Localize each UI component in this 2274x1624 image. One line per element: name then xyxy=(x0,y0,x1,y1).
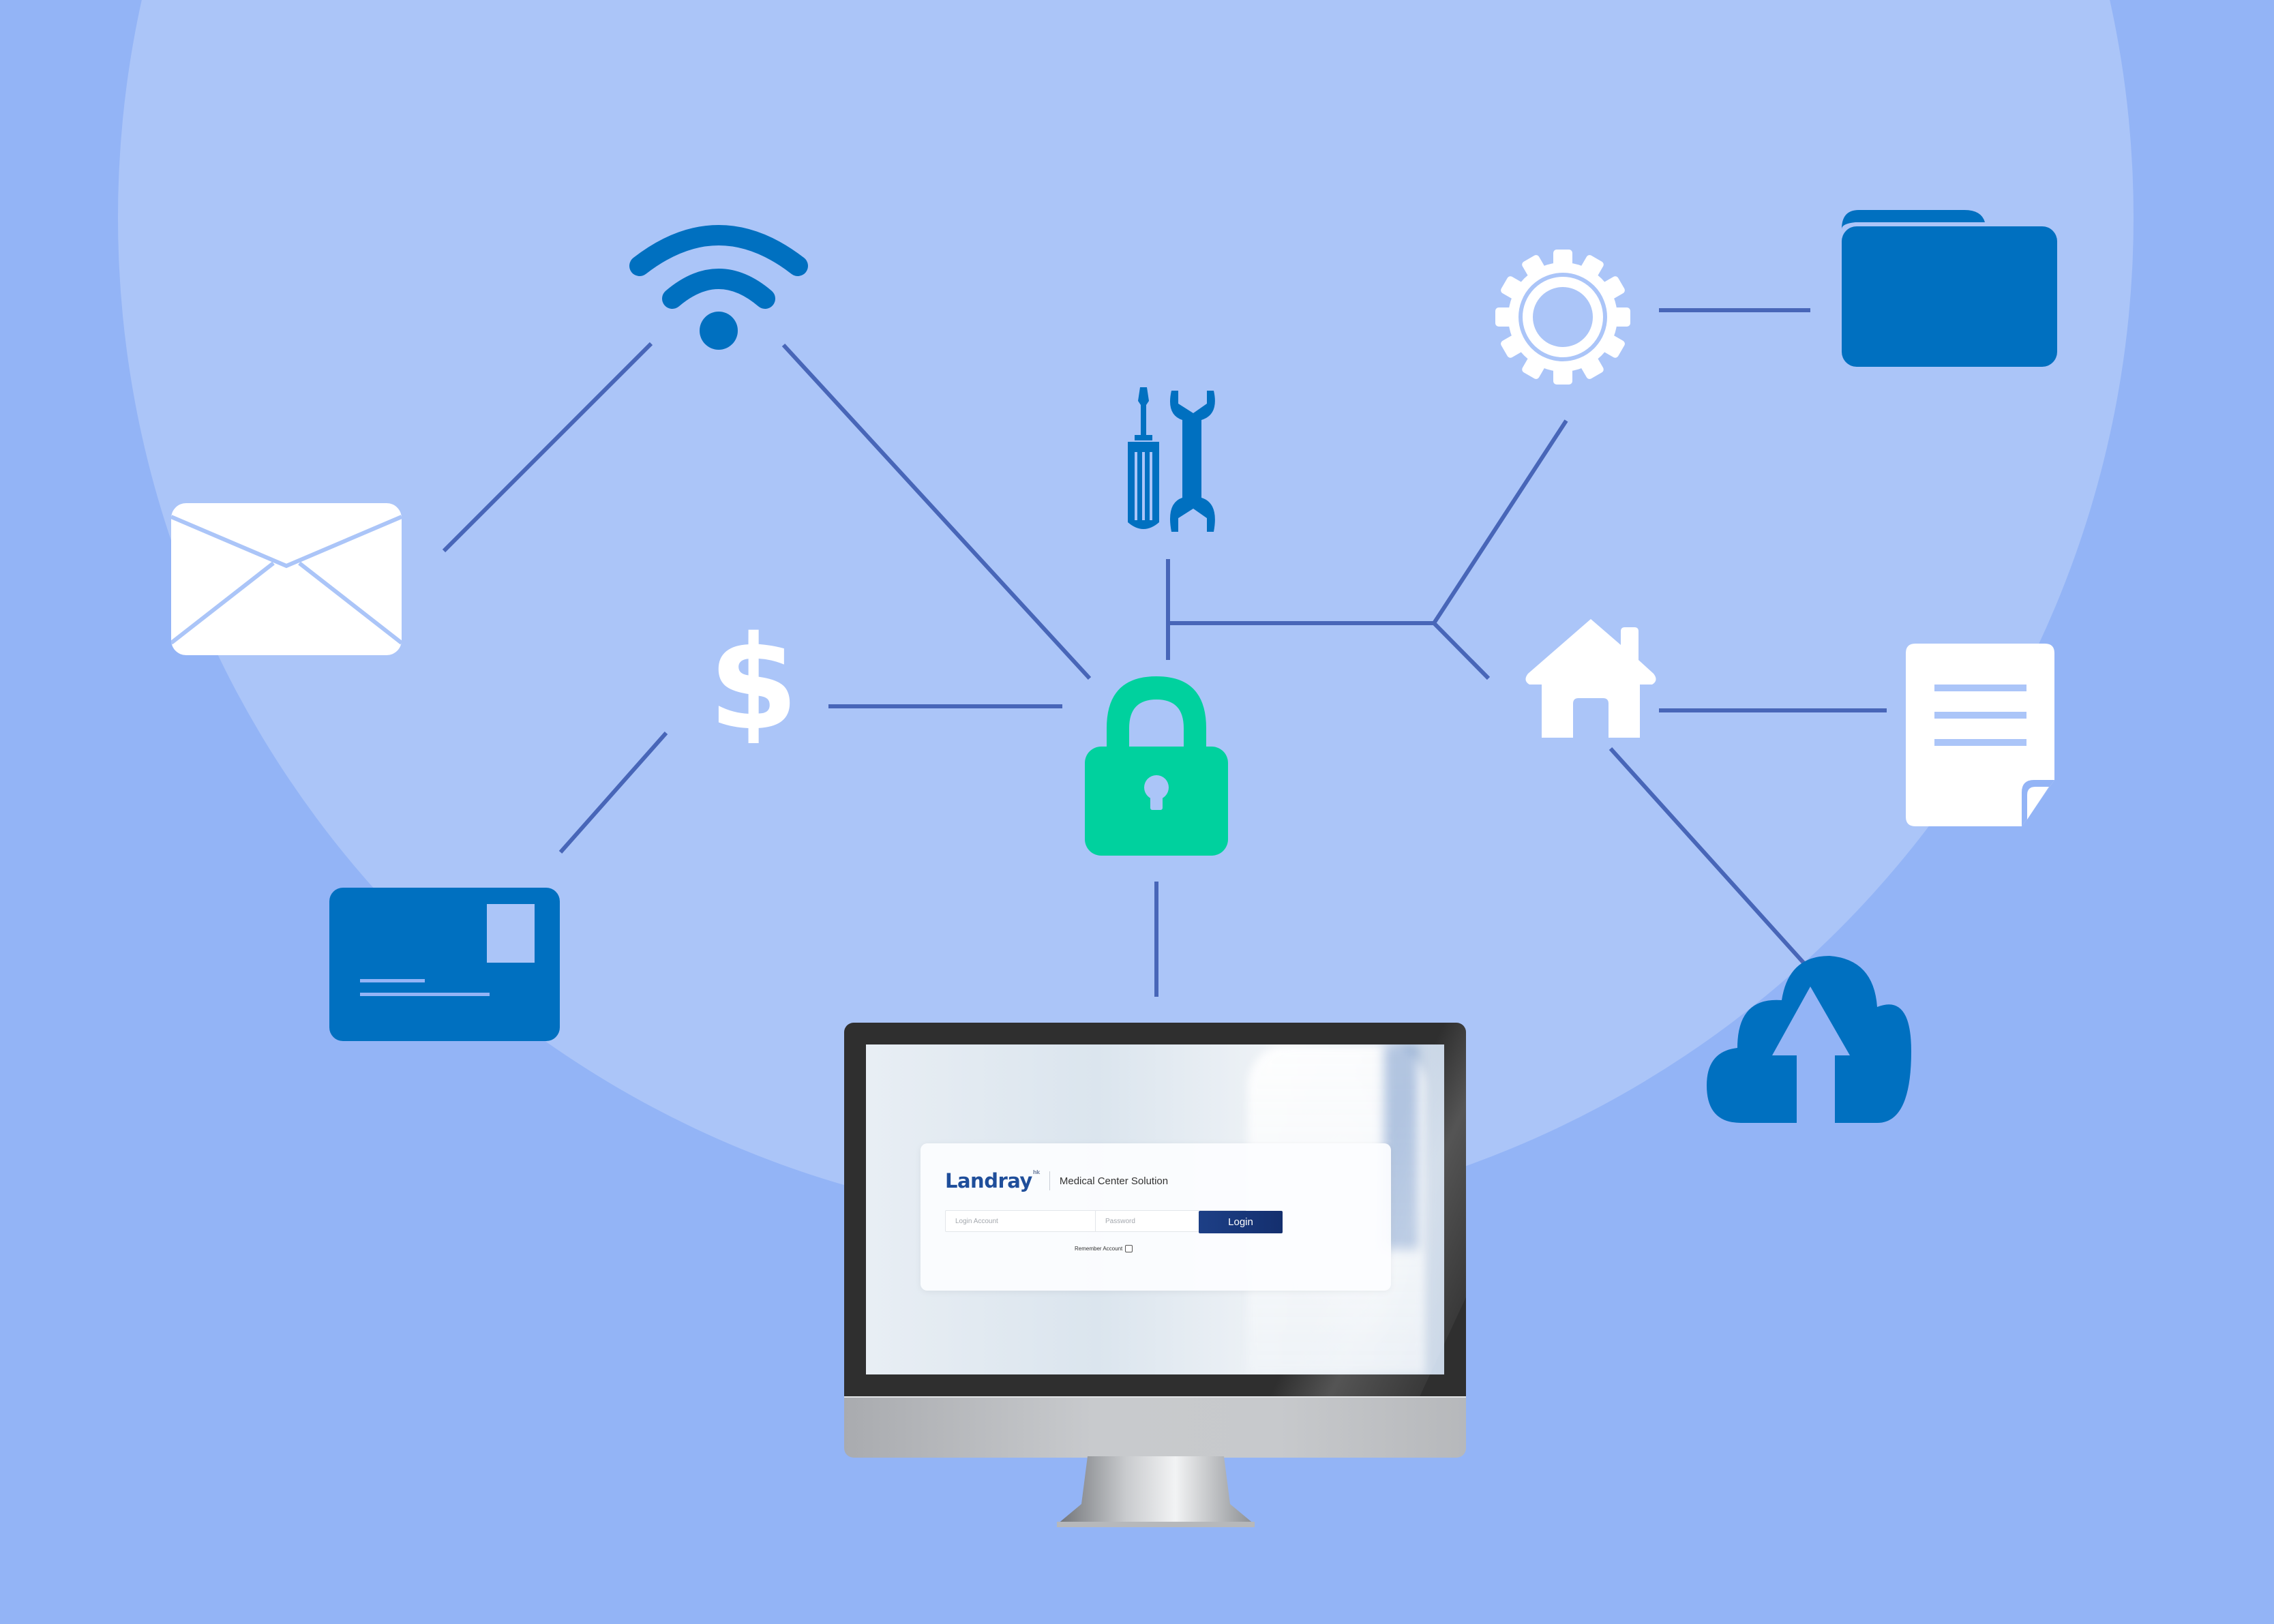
document-icon xyxy=(1906,644,2054,826)
login-card: Landrayhk Medical Center Solution Login … xyxy=(921,1143,1391,1291)
monitor-chin xyxy=(844,1396,1466,1458)
monitor-bezel: Landrayhk Medical Center Solution Login … xyxy=(844,1023,1466,1396)
password-placeholder: Password xyxy=(1105,1218,1135,1225)
brand-header: Landrayhk Medical Center Solution xyxy=(945,1169,1168,1192)
login-account-placeholder: Login Account xyxy=(955,1218,998,1225)
monitor-stand xyxy=(1057,1456,1255,1527)
brand-logo: Landrayhk xyxy=(945,1169,1040,1192)
desktop-monitor: Landrayhk Medical Center Solution Login … xyxy=(844,1023,1466,1527)
folder-icon xyxy=(1842,209,2057,367)
svg-text:$: $ xyxy=(708,614,798,743)
monitor-screen: Landrayhk Medical Center Solution Login … xyxy=(866,1044,1444,1374)
product-title: Medical Center Solution xyxy=(1059,1175,1169,1187)
envelope-icon xyxy=(171,503,402,655)
dollar-icon: $ xyxy=(702,614,805,743)
login-account-input[interactable]: Login Account xyxy=(945,1210,1096,1232)
remember-account-checkbox[interactable] xyxy=(1125,1245,1133,1252)
remember-account-label: Remember Account xyxy=(1075,1246,1123,1252)
wifi-icon xyxy=(626,218,811,355)
cloud-upload-icon xyxy=(1707,956,1911,1123)
remember-account[interactable]: Remember Account xyxy=(1075,1245,1133,1252)
padlock-icon xyxy=(1085,675,1228,856)
house-icon xyxy=(1523,618,1659,738)
tools-icon xyxy=(1125,387,1215,534)
login-button[interactable]: Login xyxy=(1199,1211,1283,1233)
postcard-icon xyxy=(329,888,560,1041)
brand-divider xyxy=(1049,1171,1050,1190)
gear-icon xyxy=(1495,250,1630,385)
